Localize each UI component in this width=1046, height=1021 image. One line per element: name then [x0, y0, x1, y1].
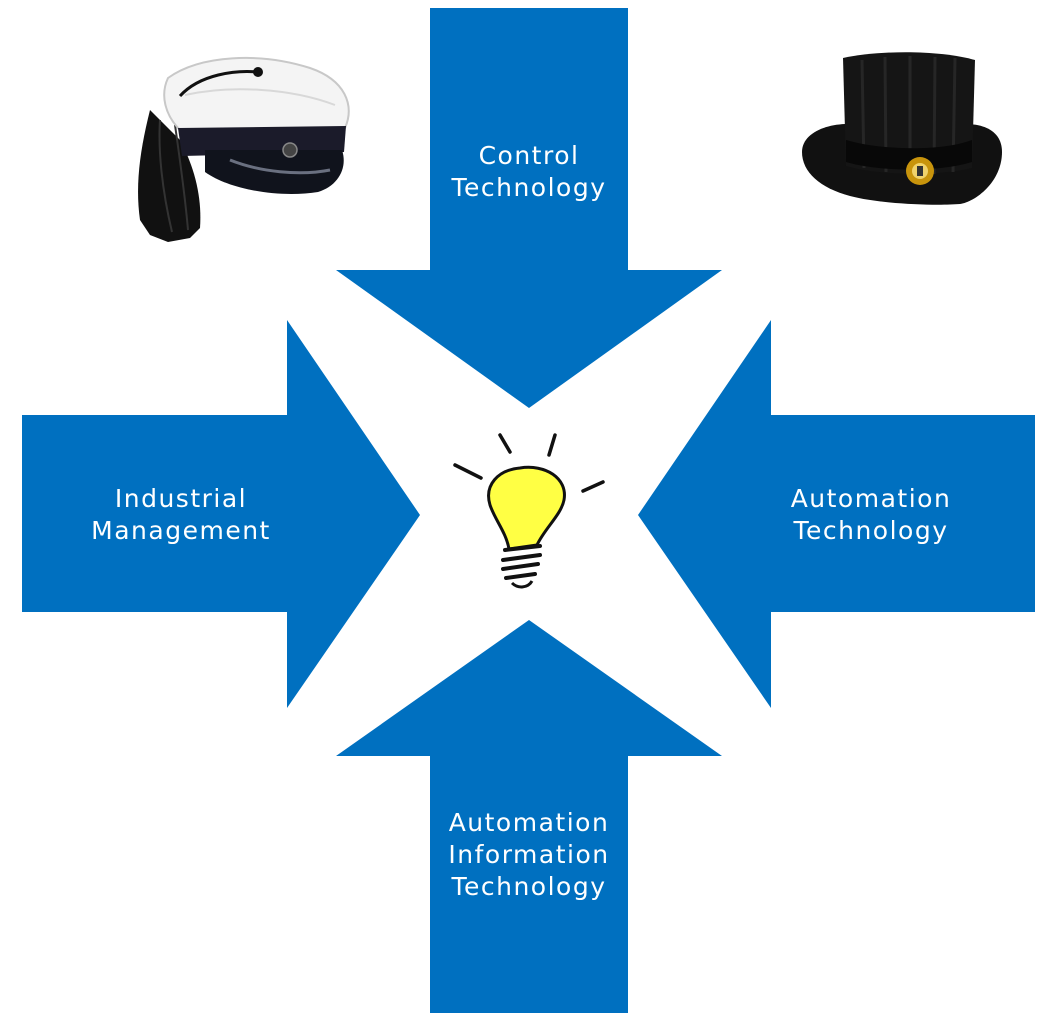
student-cap-icon: [138, 57, 350, 242]
arrow-bottom-label: Automation Information Technology: [430, 807, 628, 903]
arrow-top: [336, 8, 722, 408]
label-line: Industrial: [114, 484, 248, 513]
arrow-top-label: Control Technology: [430, 140, 628, 204]
label-line: Management: [91, 516, 271, 545]
label-line: Information: [448, 840, 610, 869]
label-line: Technology: [793, 516, 949, 545]
arrow-left: [22, 320, 420, 708]
label-line: Technology: [451, 872, 607, 901]
label-line: Technology: [451, 173, 607, 202]
label-line: Control: [478, 141, 580, 170]
arrow-right-label: Automation Technology: [710, 483, 1032, 547]
arrow-left-label: Industrial Management: [22, 483, 340, 547]
label-line: Automation: [790, 484, 952, 513]
arrow-bottom: [336, 620, 722, 1013]
label-line: Automation: [448, 808, 610, 837]
doctoral-top-hat-icon: [802, 52, 1002, 205]
lightbulb-icon: [434, 422, 634, 592]
arrow-right: [638, 320, 1035, 708]
